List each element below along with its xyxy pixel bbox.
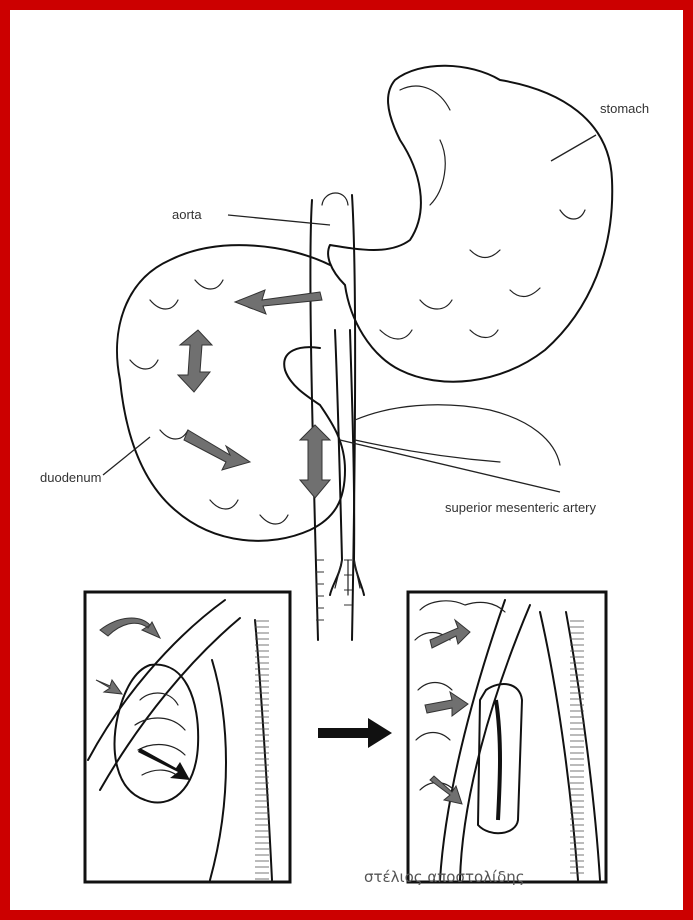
stomach	[328, 66, 612, 382]
label-superior-mesenteric-artery: superior mesenteric artery	[445, 500, 596, 515]
peristalsis-arrows	[178, 290, 330, 498]
inset-before	[85, 592, 290, 882]
label-duodenum: duodenum	[40, 470, 101, 485]
stomach-leader	[551, 135, 596, 161]
aorta-leader	[228, 215, 330, 225]
superior-mesenteric-artery	[330, 330, 364, 595]
inset-after	[408, 592, 606, 882]
arrow-bottom	[184, 430, 250, 470]
label-aorta: aorta	[172, 207, 202, 222]
watermark-text: στέλιος αποστολίδης	[364, 868, 525, 886]
sma-leader	[340, 440, 560, 492]
duodenum	[117, 245, 560, 541]
arrow-right	[300, 425, 330, 498]
arrow-top	[235, 290, 322, 314]
label-stomach: stomach	[600, 101, 649, 116]
transition-arrow-icon	[318, 718, 392, 748]
arrow-left	[178, 330, 212, 392]
